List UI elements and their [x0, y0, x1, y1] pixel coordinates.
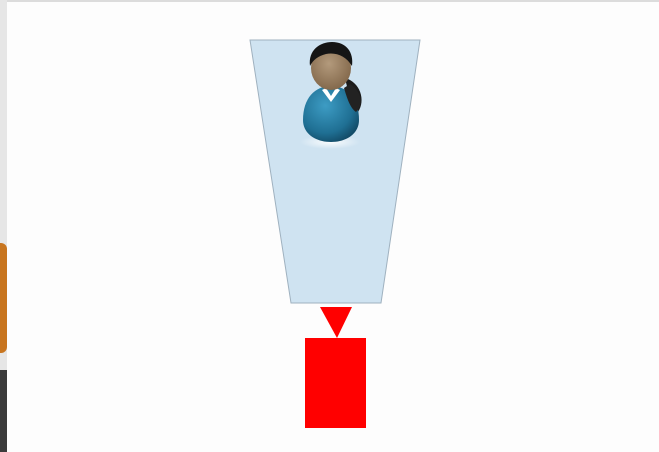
camera-body [305, 338, 366, 428]
camera-lens-cone [320, 307, 352, 338]
